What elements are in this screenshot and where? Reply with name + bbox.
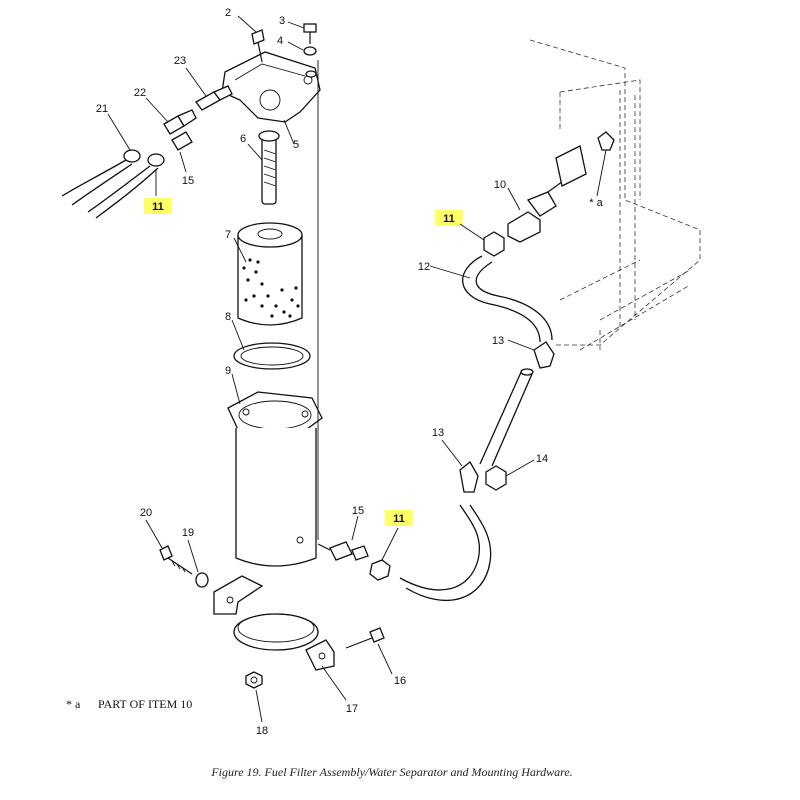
hose-nut-upper — [483, 231, 505, 257]
callout-highlight — [385, 510, 413, 526]
leader-lines — [107, 15, 607, 723]
callout-11-lower: 11 — [393, 513, 405, 525]
callout-3: 3 — [279, 15, 285, 27]
filter-cartridge — [237, 222, 303, 326]
vehicle-frame-outline — [529, 39, 701, 351]
filter-element-tube — [258, 130, 280, 205]
callout-11-upper: 11 — [443, 213, 455, 225]
callout-18: 18 — [256, 725, 268, 737]
callout-10: 10 — [494, 179, 506, 191]
callout-21: 21 — [96, 103, 108, 115]
screw — [251, 29, 265, 63]
callout-14: 14 — [536, 453, 548, 465]
callout-16: 16 — [394, 675, 406, 687]
callout-star-a: * a — [589, 197, 603, 209]
fitting-15-lower — [317, 541, 369, 561]
callout-8: 8 — [225, 311, 231, 323]
filter-head — [221, 51, 321, 123]
washer — [303, 46, 317, 56]
callout-17: 17 — [346, 703, 358, 715]
callout-19: 19 — [182, 527, 194, 539]
hose-12 — [462, 255, 553, 343]
cap-nut-14 — [485, 465, 507, 491]
fuel-hoses-left — [61, 159, 159, 219]
tee-fitting-13-upper — [533, 341, 555, 369]
bolt-20 — [159, 545, 193, 575]
nut-18 — [245, 671, 263, 689]
callout-20: 20 — [140, 507, 152, 519]
washer-19 — [195, 572, 209, 588]
callout-6: 6 — [240, 133, 246, 145]
callout-11-left: 11 — [152, 201, 164, 213]
callout-highlight — [144, 198, 172, 214]
callout-highlight — [435, 210, 463, 226]
callout-4: 4 — [277, 35, 283, 47]
separator-bowl — [227, 391, 323, 567]
mounting-bracket — [213, 575, 335, 671]
hose-nut-left — [123, 149, 165, 167]
callout-13-upper: 13 — [492, 335, 504, 347]
callout-15-upper: 15 — [182, 175, 194, 187]
callout-13-lower: 13 — [432, 427, 444, 439]
callout-7: 7 — [225, 229, 231, 241]
hose-lower — [399, 504, 492, 602]
legend-marker: * a — [66, 697, 81, 711]
callout-23: 23 — [174, 55, 186, 67]
tee-fitting-13-lower — [459, 461, 479, 493]
fitting-15-upper — [171, 131, 193, 151]
callout-5: 5 — [293, 139, 299, 151]
hose-nut-lower — [369, 559, 391, 581]
figure-caption: Figure 19. Fuel Filter Assembly/Water Se… — [210, 765, 572, 779]
water-separator-valve — [507, 131, 615, 243]
bolt — [303, 23, 317, 44]
callout-12: 12 — [418, 261, 430, 273]
gasket — [233, 342, 311, 370]
callout-22: 22 — [134, 87, 146, 99]
hose-middle — [479, 368, 534, 467]
fitting-23 — [195, 85, 233, 111]
legend-text: PART OF ITEM 10 — [98, 697, 192, 711]
bolt-16 — [345, 627, 385, 649]
callout-9: 9 — [225, 365, 231, 377]
callout-15-lower: 15 — [352, 505, 364, 517]
callout-2: 2 — [225, 7, 231, 19]
fitting-22 — [163, 109, 197, 135]
